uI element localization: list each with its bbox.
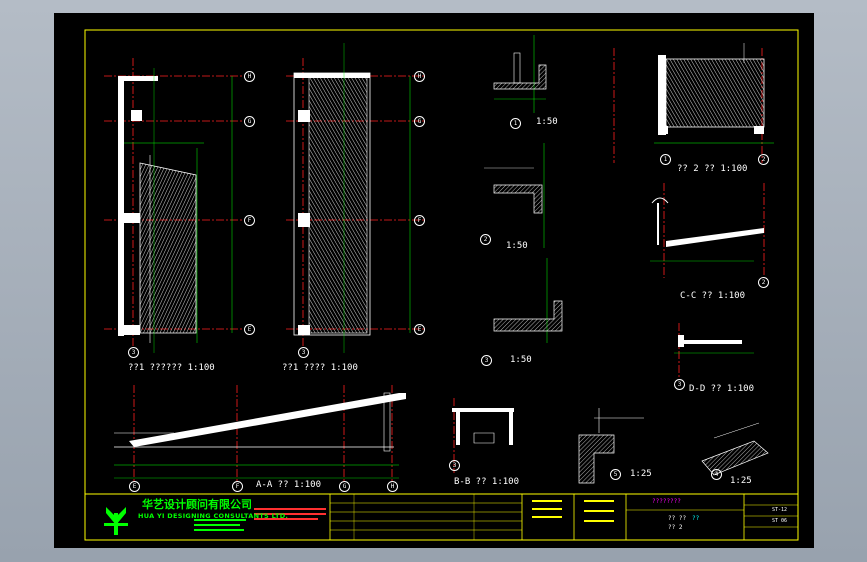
grid-bubble-2-cc: 2 — [758, 277, 769, 288]
grid-bubble-2-plan3: 2 — [758, 154, 769, 165]
title-block — [84, 493, 799, 541]
grid-bubble-E-2: E — [414, 324, 425, 335]
detail-2-number: 2 — [480, 234, 491, 245]
grid-bubble-3-2: 3 — [298, 347, 309, 358]
drawing-viewport[interactable]: H G F E 3 H G F E 3 1 2 2 3 E F G H 3 1 … — [54, 13, 814, 548]
grid-bubble-1-plan3: 1 — [660, 154, 671, 165]
title-plan-3: ?? 2 ?? 1:100 — [677, 164, 748, 174]
detail-5 — [578, 408, 644, 484]
sheet-number: ST-12 — [772, 507, 788, 513]
detail-5-number: 5 — [610, 469, 621, 480]
section-aa — [114, 385, 406, 483]
plan-2 — [286, 43, 424, 353]
detail-4 — [701, 422, 769, 476]
grid-bubble-F-2: F — [414, 215, 425, 226]
grid-bubble-G-aa: G — [339, 481, 350, 492]
title-section-bb: B-B ?? 1:100 — [454, 477, 520, 487]
grid-bubble-F-aa: F — [232, 481, 243, 492]
grid-bubble-G-2: G — [414, 116, 425, 127]
detail-3 — [493, 258, 563, 343]
company-name-cn: 华艺设计顾问有限公司 — [142, 498, 252, 511]
grid-bubble-3-dd: 3 — [674, 379, 685, 390]
detail-1-scale: 1:50 — [536, 117, 558, 127]
company-logo-icon — [104, 507, 128, 535]
section-cc — [650, 183, 765, 278]
plan-1 — [104, 58, 244, 353]
detail-4-scale: 1:25 — [730, 476, 752, 486]
grid-bubble-H: H — [244, 71, 255, 82]
detail-2-scale: 1:50 — [506, 241, 528, 251]
grid-bubble-H-aa: H — [387, 481, 398, 492]
detail-1-number: 1 — [510, 118, 521, 129]
grid-bubble-3-bb: 3 — [449, 460, 460, 471]
sheet-sub-number: ST 06 — [772, 518, 788, 524]
detail-1 — [493, 35, 547, 113]
title-plan-2: ??1 ???? 1:100 — [282, 363, 358, 373]
title-plan-1: ??1 ?????? 1:100 — [128, 363, 215, 373]
detail-4-number: 4 — [711, 469, 722, 480]
section-bb — [452, 398, 514, 473]
company-name-en: HUA YI DESIGNING CONSULTANTS LTD. — [138, 512, 289, 520]
drawing-title-cyan: ?? — [692, 515, 700, 522]
drawing-title-magenta: ???????? — [652, 498, 681, 505]
grid-bubble-E: E — [244, 324, 255, 335]
grid-bubble-G: G — [244, 116, 255, 127]
grid-bubble-F: F — [244, 215, 255, 226]
detail-5-scale: 1:25 — [630, 469, 652, 479]
detail-3-scale: 1:50 — [510, 355, 532, 365]
title-section-cc: C-C ?? 1:100 — [680, 291, 746, 301]
title-section-aa: A-A ?? 1:100 — [256, 480, 322, 490]
cad-drawing-canvas[interactable] — [54, 13, 814, 548]
drawing-title-line2: ?? 2 — [668, 524, 683, 531]
grid-bubble-E-aa: E — [129, 481, 140, 492]
drawing-title-line1: ?? ?? — [668, 515, 687, 522]
grid-bubble-H-2: H — [414, 71, 425, 82]
detail-2 — [484, 143, 545, 248]
title-section-dd: D-D ?? 1:100 — [689, 384, 755, 394]
detail-3-number: 3 — [481, 355, 492, 366]
section-dd — [674, 323, 754, 378]
plan-3 — [613, 43, 774, 163]
grid-bubble-3: 3 — [128, 347, 139, 358]
